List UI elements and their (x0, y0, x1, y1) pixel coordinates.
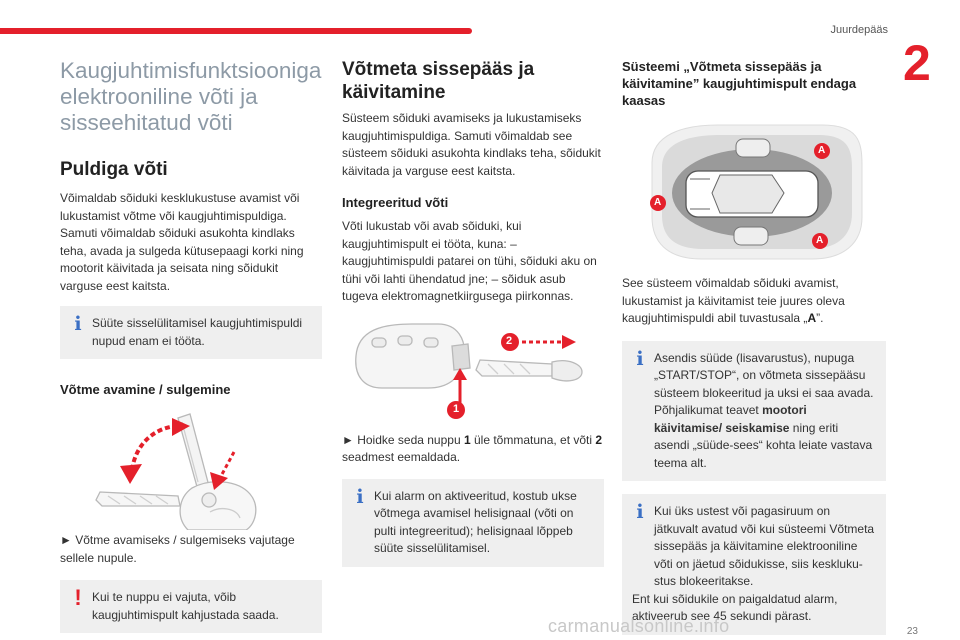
info-note-alarm: i Kui alarm on aktiveeritud, kostub ukse… (342, 478, 604, 567)
info-icon: i (74, 313, 82, 335)
remote-key-heading: Puldiga võti (60, 159, 168, 180)
integrated-key-text: Võti lukustab või avab sõiduki, kui kaug… (342, 219, 597, 303)
key-removal-step: ► Hoidke seda nuppu 1 üle tõmmatuna, et … (342, 432, 604, 467)
watermark: carmanualsonline.info (548, 616, 730, 636)
step-ref-2: 2 (595, 432, 603, 447)
step-ref-1: 1 (463, 432, 471, 447)
info3-text-b: ning eriti asendi „süüde-sees“ kohta lei… (654, 420, 873, 470)
info-icon: i (636, 501, 644, 523)
hands-free-text-a: See süsteem võimaldab sõiduki avamist, l… (622, 276, 845, 325)
remote-key-text: Võimaldab sõiduki keskluku­stuse avamist… (60, 191, 304, 293)
page-number: 23 (906, 626, 918, 637)
section-title: Juurdepääs (830, 24, 889, 36)
hands-free-text: See süsteem võimaldab sõiduki avamist, l… (622, 275, 886, 328)
info-note-text: Kui üks ustest või pagasiruum on jätkuva… (654, 504, 875, 588)
column-3: Süsteemi „Võtmeta sissepääs ja käivitami… (622, 58, 886, 635)
hands-free-text-b: ”. (816, 311, 824, 325)
step-text-b: üle tõmmatuna, et võti (470, 432, 596, 447)
top-accent-bar (0, 28, 472, 34)
step-text-a: ► Hoidke seda nuppu (342, 432, 464, 447)
info-icon: i (636, 347, 644, 370)
key-fold-illustration (60, 408, 322, 531)
step-text-c: seadmest eemaldada. (342, 450, 461, 464)
zone-label-a: A (818, 145, 826, 156)
column-1: Kaugjuhtimisfunktsiooniga elektrooniline… (60, 58, 322, 633)
key-open-close-heading: Võtme avamine / sulgemine (60, 382, 231, 397)
info-note-text: Kui alarm on aktiveeritud, kostub ukse v… (374, 488, 577, 556)
detection-zone-illustration: A A A (622, 121, 886, 261)
zone-label-a: A (816, 235, 824, 246)
warning-note: ! Kui te nuppu ei vajuta, võib kaugjuhti… (60, 580, 322, 633)
chapter-number: 2 (903, 35, 931, 91)
warning-icon: ! (74, 585, 82, 610)
info-note-text: Süüte sisselülitamisel kaugjuhtimispuldi… (92, 316, 303, 348)
integrated-key-heading: Integreeritud võti (342, 195, 449, 210)
key-removal-illustration: 2 1 (342, 318, 604, 422)
info-note-ignition: i Süüte sisselülitamisel kaugjuhtimispul… (60, 306, 322, 359)
hands-free-heading: Süsteemi „Võtmeta sissepääs ja käivitami… (622, 59, 857, 108)
info3-bold: mootori käivitamise/ seiskamise (654, 403, 807, 435)
zone-label-a: A (654, 197, 662, 208)
callout-1: 1 (453, 402, 460, 415)
info-note-text-2: Ent kui sõidukile on paigaldatud alarm, … (632, 591, 838, 624)
warning-note-text: Kui te nuppu ei vajuta, võib kaugjuhtimi… (92, 590, 279, 622)
info-icon: i (356, 485, 364, 508)
info3-text-a: Asendis süüde (lisavarustus), nupuga „ST… (654, 350, 874, 418)
keyless-heading: Võtmeta sissepääs ja käivitamine (342, 59, 535, 103)
column-2: Võtmeta sissepääs ja käivitamine Süsteem… (342, 58, 604, 567)
info-note-lock-blocked: i Kui üks ustest või pagasiruum on jätku… (622, 494, 886, 635)
info-note-start-stop: i Asendis süüde (lisavarustus), nupuga „… (622, 340, 886, 481)
zone-ref: A (807, 311, 817, 325)
keyless-intro: Süsteem sõiduki avamiseks ja lukustamise… (342, 111, 601, 178)
info-note-text: Asendis süüde (lisavarustus), nupuga „ST… (632, 350, 876, 473)
open-close-instruction: ► Võtme avamiseks / sulgemiseks vajutage… (60, 533, 295, 565)
callout-2: 2 (506, 334, 513, 347)
main-title: Kaugjuhtimisfunktsiooniga elektrooniline… (60, 58, 322, 135)
